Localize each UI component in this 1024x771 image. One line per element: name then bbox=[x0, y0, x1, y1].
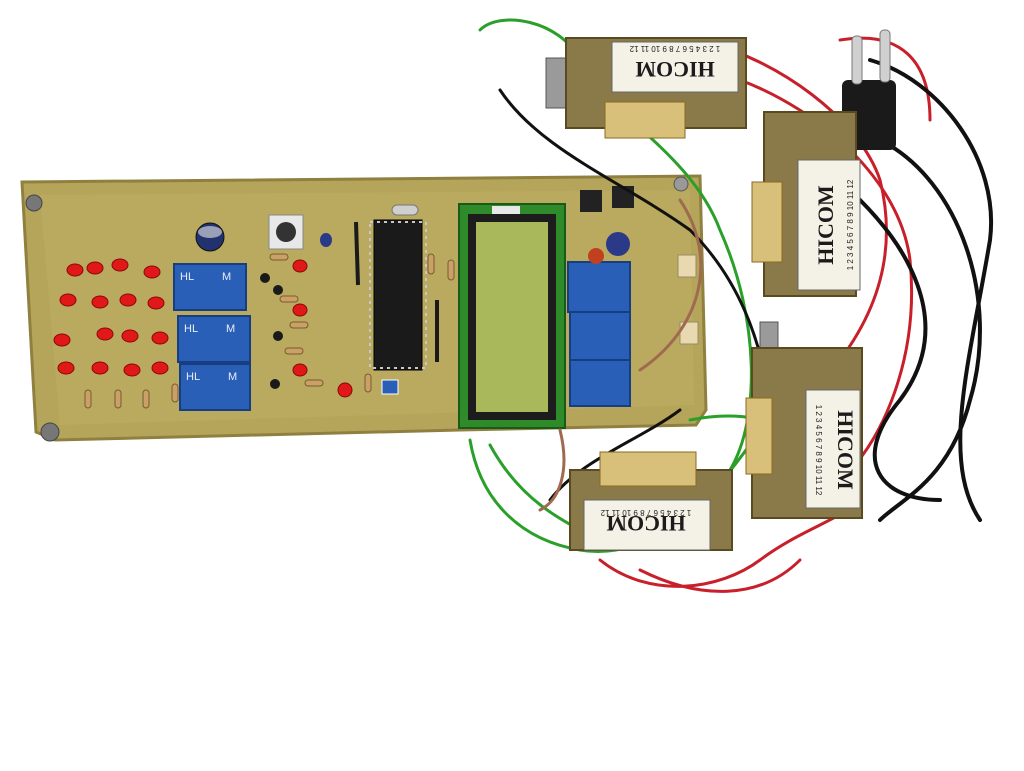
relay bbox=[567, 261, 631, 313]
lcd-display-module bbox=[458, 203, 566, 429]
transformer: HICOM 1 2 3 4 5 6 7 8 9 10 11 12 bbox=[545, 37, 747, 139]
power-capacitor bbox=[606, 232, 630, 256]
small-capacitor bbox=[588, 248, 604, 264]
relay bbox=[569, 359, 631, 407]
mounting-screw bbox=[25, 194, 43, 212]
transformer-brand-label: HICOM bbox=[635, 57, 715, 82]
electrolytic-capacitor bbox=[195, 222, 225, 252]
relay-mark: M bbox=[222, 271, 231, 283]
transformer-brand-label: HICOM bbox=[606, 511, 686, 536]
relay bbox=[569, 311, 631, 361]
transformer-pin-numbers: 1 2 3 4 5 6 7 8 9 10 11 12 bbox=[814, 405, 823, 496]
microcontroller-ic bbox=[369, 219, 427, 371]
relay: HL M bbox=[179, 363, 251, 411]
transformer: HICOM 1 2 3 4 5 6 7 8 9 10 11 12 bbox=[745, 321, 863, 519]
red-led-matrix bbox=[53, 258, 353, 398]
relay: HL M bbox=[173, 263, 247, 311]
transistors bbox=[260, 273, 283, 389]
relay: HL M bbox=[177, 315, 251, 363]
mounting-screw bbox=[673, 176, 689, 192]
relay-brand: HL bbox=[184, 323, 198, 335]
transformer: HICOM 1 2 3 4 5 6 7 8 9 10 11 12 bbox=[751, 111, 861, 297]
transformer-pin-numbers: 1 2 3 4 5 6 7 8 9 10 11 12 bbox=[846, 179, 855, 270]
crystal-oscillator bbox=[391, 204, 419, 216]
transformer-brand-label: HICOM bbox=[813, 185, 838, 265]
terminal-connectors bbox=[677, 254, 699, 345]
transformer-pin-numbers: 1 2 3 4 5 6 7 8 9 10 11 12 bbox=[600, 508, 691, 517]
relay-mark: M bbox=[228, 371, 237, 383]
relay-mark: M bbox=[226, 323, 235, 335]
relay-brand: HL bbox=[186, 371, 200, 383]
small-capacitor bbox=[320, 233, 332, 247]
relay-brand: HL bbox=[180, 271, 194, 283]
transformer: HICOM 1 2 3 4 5 6 7 8 9 10 11 12 bbox=[569, 451, 733, 551]
trimmer-potentiometer bbox=[381, 379, 399, 395]
resistors bbox=[84, 253, 455, 409]
push-button bbox=[268, 214, 304, 250]
transformer-pin-numbers: 1 2 3 4 5 6 7 8 9 10 11 12 bbox=[629, 44, 720, 53]
mounting-screw bbox=[40, 422, 60, 442]
transformer-brand-label: HICOM bbox=[833, 410, 858, 490]
